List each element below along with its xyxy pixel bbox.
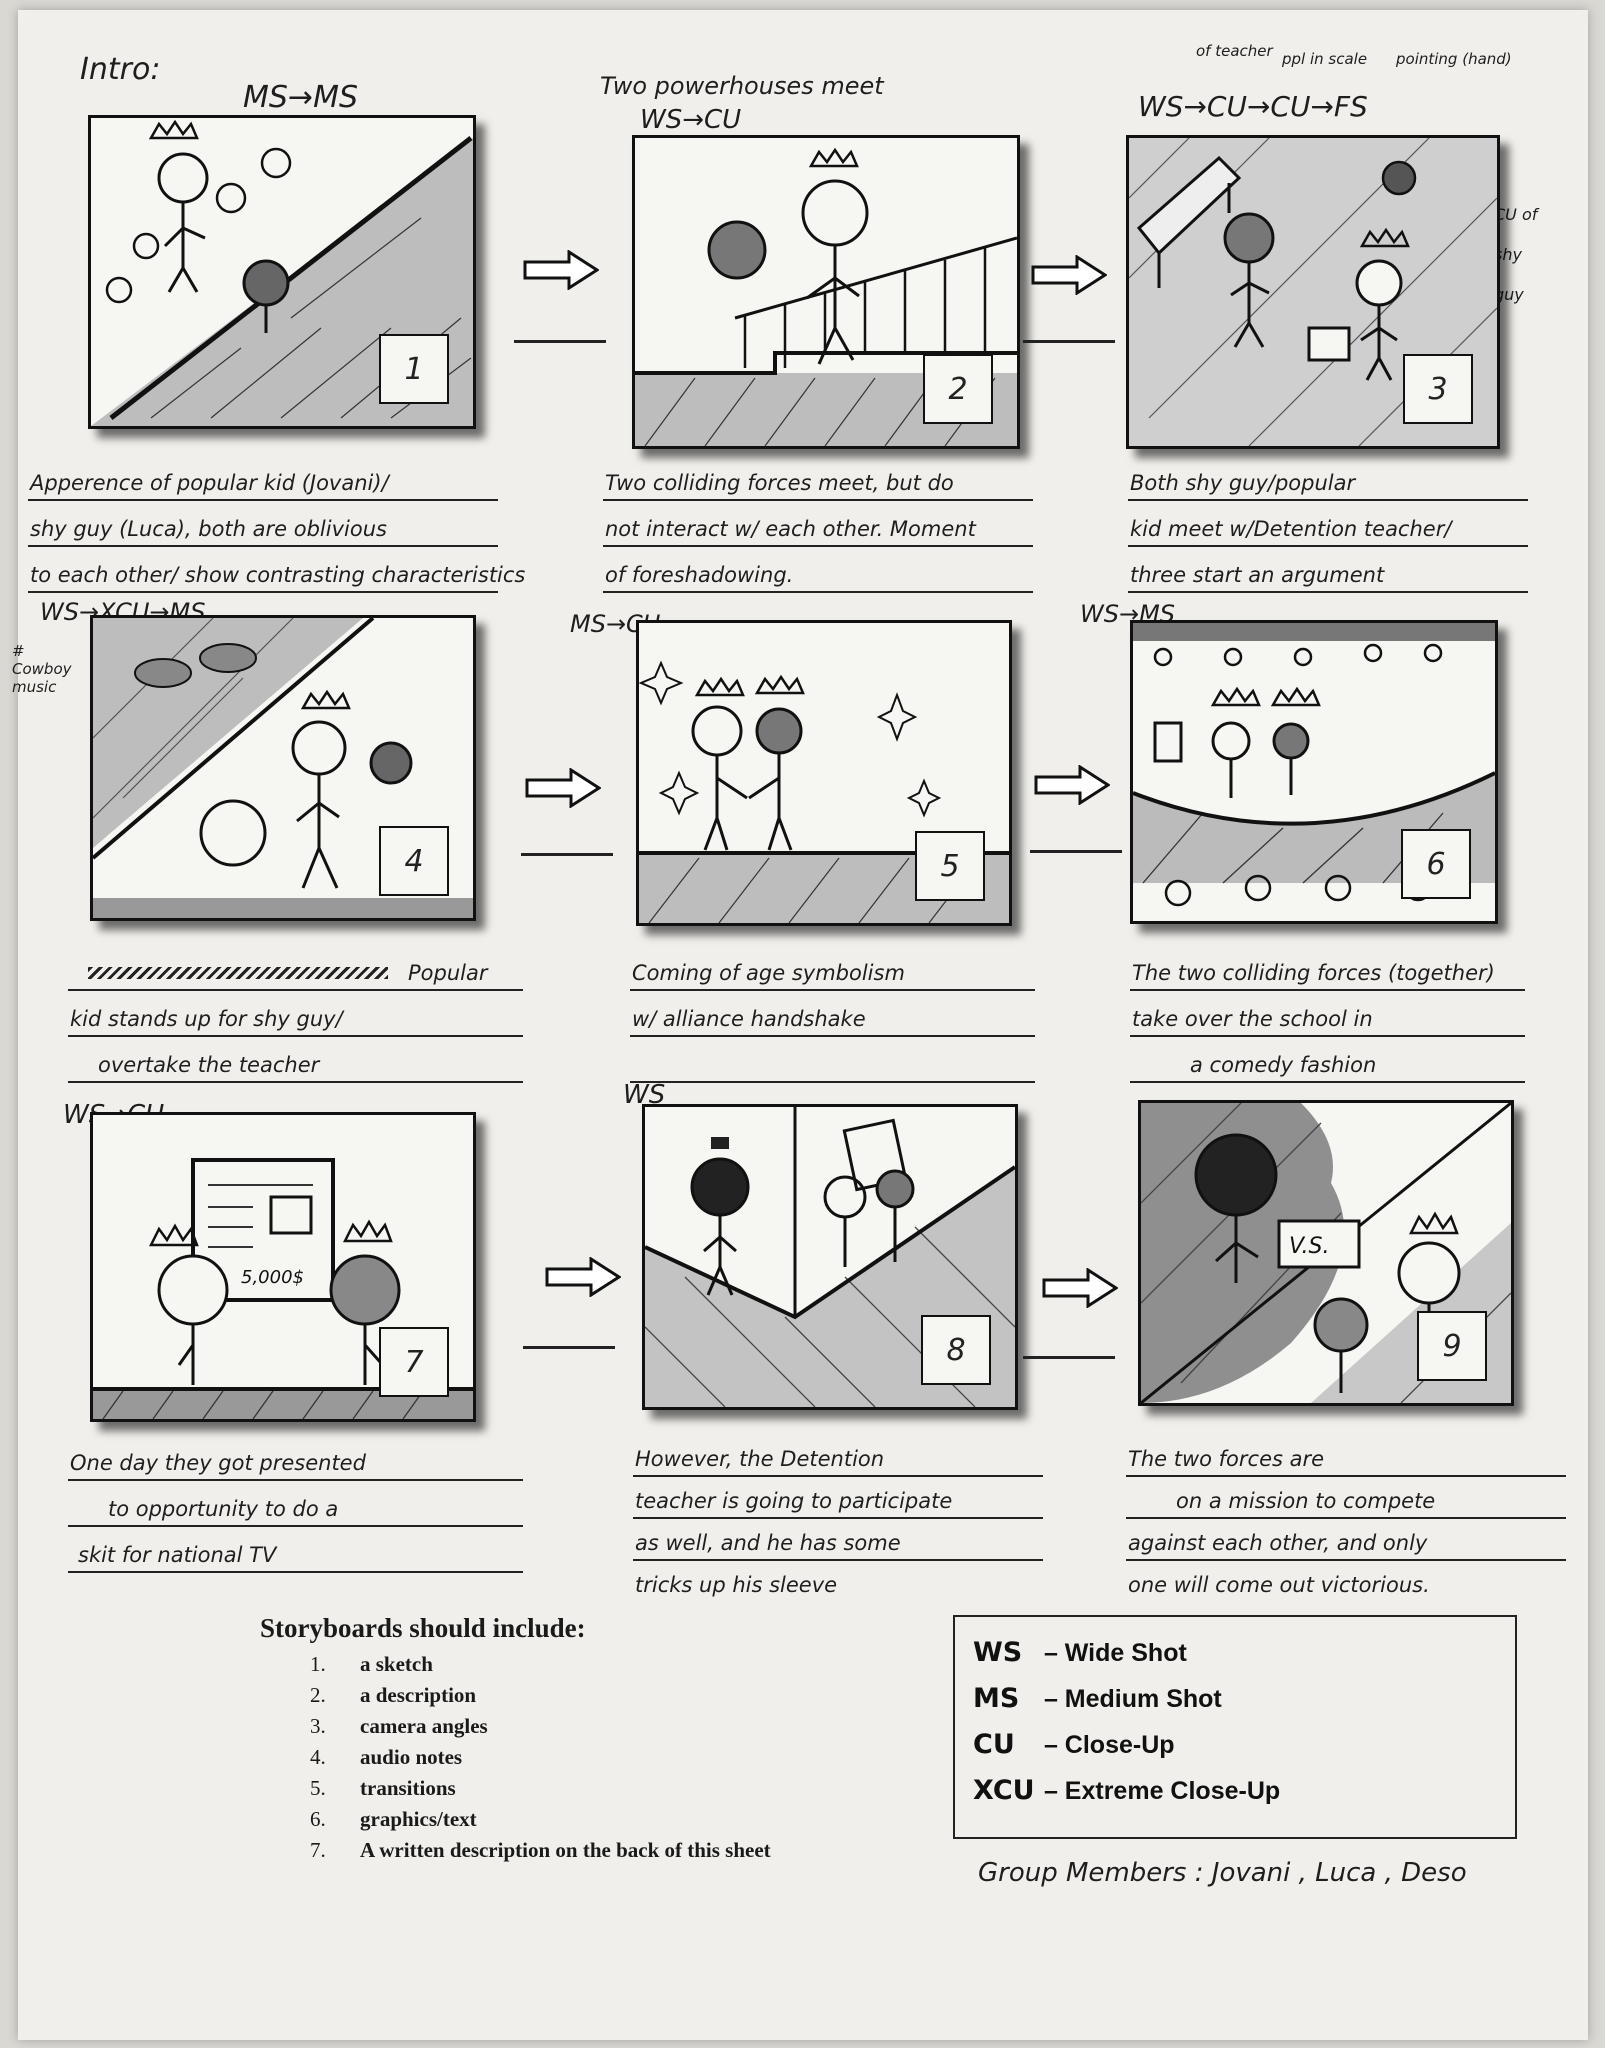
- panel-4-description: Popular kid stands up for shy guy/ overt…: [68, 945, 523, 1083]
- panel3-note-teacher: of teacher: [1196, 42, 1273, 60]
- panel-number: 1: [379, 334, 449, 404]
- panel-1-sketch: [91, 119, 473, 426]
- storyboard-sheet: Intro: MS→MS Two powerhouses meet WS→CU …: [12, 10, 1588, 2040]
- storyboard-panel-3: 3: [1126, 135, 1500, 449]
- panel-number: 3: [1403, 354, 1473, 424]
- panel-number: 8: [921, 1315, 991, 1385]
- panel-number: 2: [923, 354, 993, 424]
- list-item: 3.camera angles: [310, 1714, 488, 1738]
- storyboard-panel-9: V.S. 9: [1138, 1100, 1514, 1406]
- transition-line: [1023, 1356, 1115, 1359]
- storyboard-panel-4: 4: [90, 615, 476, 921]
- transition-arrow-icon: [1031, 255, 1107, 295]
- transition-arrow-icon: [1034, 765, 1110, 805]
- storyboard-panel-1: 1: [88, 115, 476, 429]
- storyboard-panel-2: 2: [632, 135, 1020, 449]
- panel-1-description: Apperence of popular kid (Jovani)/ shy g…: [28, 455, 525, 593]
- transition-line: [1030, 850, 1122, 853]
- list-item: 2.a description: [310, 1683, 477, 1707]
- versus-text: V.S.: [1289, 1234, 1329, 1259]
- panel-number: 4: [379, 826, 449, 896]
- transition-arrow-icon: [523, 250, 599, 290]
- panel3-shot-note: WS→CU→CU→FS: [1138, 90, 1368, 123]
- list-item: 5.transitions: [310, 1776, 456, 1800]
- legend-row: CU – Close-Up: [973, 1729, 1175, 1760]
- legend-row: XCU – Extreme Close-Up: [973, 1775, 1281, 1806]
- storyboard-panel-8: 8: [642, 1104, 1018, 1410]
- transition-line: [1023, 340, 1115, 343]
- list-item: 7.A written description on the back of t…: [310, 1838, 771, 1862]
- transition-arrow-icon: [525, 768, 601, 808]
- group-members: Group Members : Jovani , Luca , Deso: [978, 1858, 1467, 1888]
- panel-6-description: The two colliding forces (together) take…: [1130, 945, 1525, 1083]
- panel-number: 6: [1401, 829, 1471, 899]
- legend-row: MS – Medium Shot: [973, 1683, 1222, 1714]
- panel2-shot-note: WS→CU: [640, 105, 742, 135]
- panel-number: 9: [1417, 1311, 1487, 1381]
- panel-4-sketch: [93, 618, 473, 918]
- transition-line: [523, 1346, 615, 1349]
- list-item: 6.graphics/text: [310, 1807, 477, 1831]
- panel4-audio-note: # Cowboy music: [12, 642, 72, 696]
- intro-label: Intro:: [80, 52, 161, 87]
- storyboard-panel-5: 5: [636, 620, 1012, 926]
- poster-value-text: 5,000$: [241, 1267, 304, 1288]
- panel1-shot-note: MS→MS: [243, 80, 358, 115]
- transition-arrow-icon: [545, 1257, 621, 1297]
- panel2-title-note: Two powerhouses meet: [600, 72, 884, 100]
- panel-8-description: However, the Detention teacher is going …: [633, 1435, 1043, 1601]
- panel-5-description: Coming of age symbolism w/ alliance hand…: [630, 945, 1035, 1083]
- transition-arrow-icon: [1042, 1268, 1118, 1308]
- panel-7-description: One day they got presented to opportunit…: [68, 1435, 523, 1573]
- storyboard-panel-7: 5,000$ 7: [90, 1112, 476, 1422]
- requirements-list: Storyboards should include: 1.a sketch 2…: [260, 1613, 771, 1869]
- panel-7-sketch: 5,000$: [93, 1158, 473, 1419]
- panel3-note-pointing: pointing (hand): [1396, 50, 1512, 68]
- requirements-title: Storyboards should include:: [260, 1613, 586, 1643]
- panel-9-description: The two forces are on a mission to compe…: [1126, 1435, 1566, 1601]
- shot-legend: WS – Wide Shot MS – Medium Shot CU – Clo…: [953, 1615, 1517, 1839]
- transition-line: [521, 853, 613, 856]
- legend-row: WS – Wide Shot: [973, 1637, 1187, 1668]
- panel-number: 7: [379, 1327, 449, 1397]
- panel-3-description: Both shy guy/popular kid meet w/Detentio…: [1128, 455, 1528, 593]
- storyboard-panel-6: 6: [1130, 620, 1498, 924]
- panel3-note-scale: ppl in scale: [1282, 50, 1368, 68]
- list-item: 1.a sketch: [310, 1652, 433, 1676]
- list-item: 4.audio notes: [310, 1745, 463, 1769]
- panel3-note-shy-guy: CU of shy guy: [1494, 205, 1538, 304]
- panel-number: 5: [915, 831, 985, 901]
- transition-line: [514, 340, 606, 343]
- panel-2-description: Two colliding forces meet, but do not in…: [603, 455, 1033, 593]
